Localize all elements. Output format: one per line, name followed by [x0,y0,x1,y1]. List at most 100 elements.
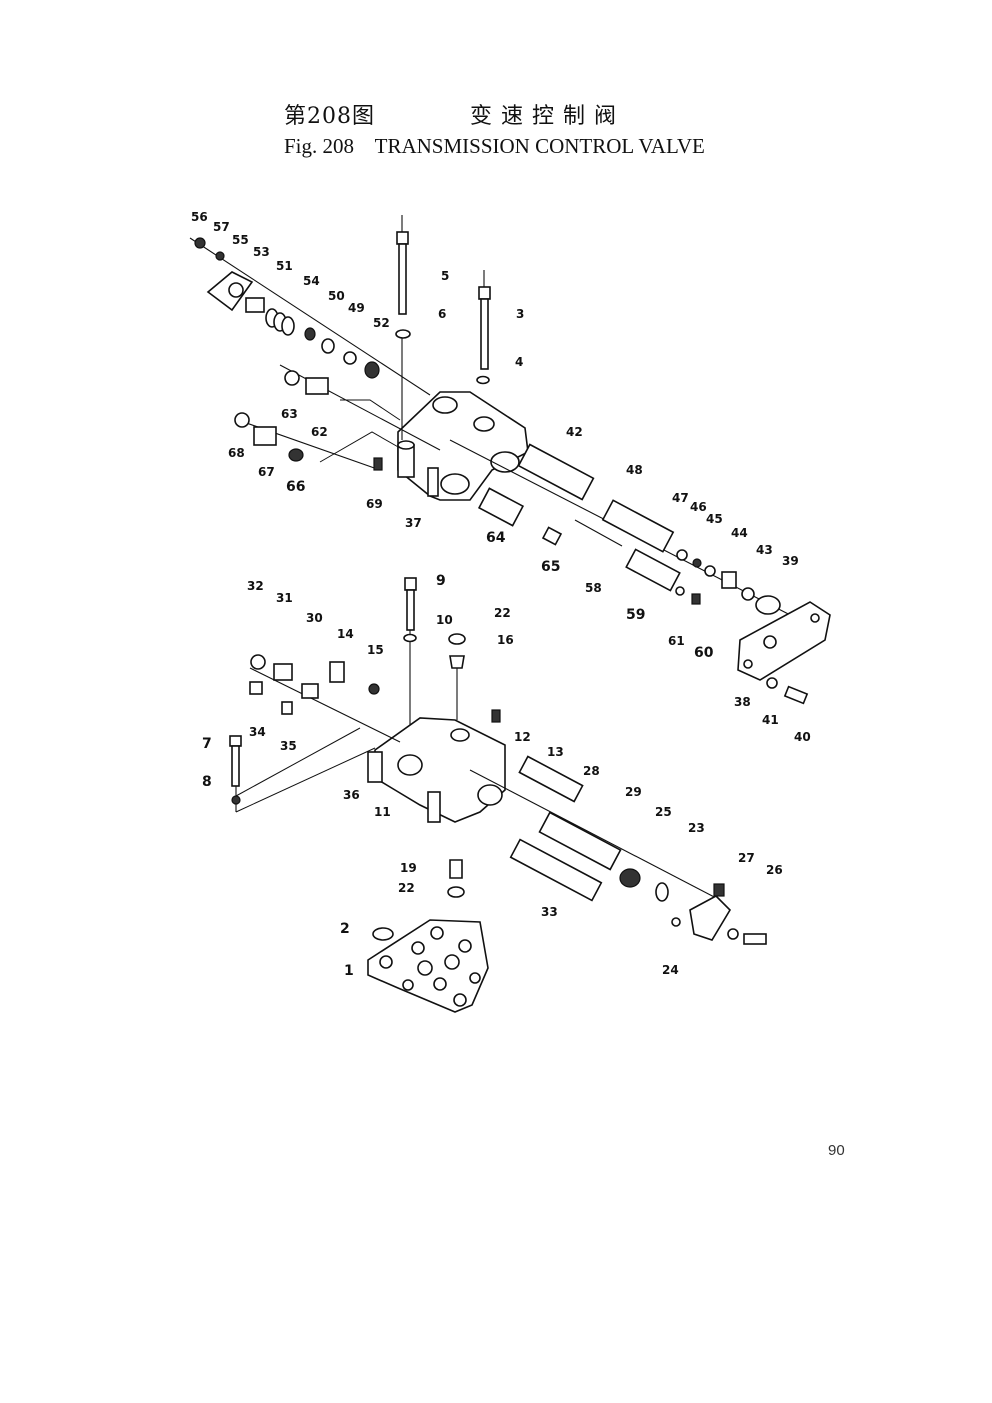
spool-44 [517,443,595,501]
callout-22: 22 [398,881,415,895]
callout-67: 67 [258,465,275,479]
spring-68 [288,448,304,462]
callout-56: 56 [191,210,208,224]
figure-name-cn: 变速控制阀 [470,104,626,129]
callout-28: 28 [583,764,600,778]
callout-1: 1 [344,963,354,979]
washer-6 [395,329,411,339]
page-number: 90 [828,1142,845,1159]
callout-22: 22 [494,606,511,620]
plug-16 [449,655,465,669]
callout-43: 43 [756,543,773,557]
callout-44: 44 [731,526,748,540]
callout-54: 54 [303,274,320,288]
callout-3: 3 [516,307,524,321]
plunger-55 [245,297,265,313]
callout-50: 50 [328,289,345,303]
lever-14 [329,661,345,683]
snap-ring-65 [284,370,300,386]
callout-25: 25 [655,805,672,819]
callout-51: 51 [276,259,293,273]
spool-34 [509,838,603,902]
washer-43 [766,677,778,689]
callout-59: 59 [626,607,645,623]
callout-66: 66 [286,479,305,495]
callout-5: 5 [441,269,449,283]
spool-31 [301,683,319,699]
callout-23: 23 [688,821,705,835]
bolt-62 [691,593,701,605]
o-ring-26 [655,882,669,902]
callout-33: 33 [541,905,558,919]
piston-47 [704,565,716,577]
callout-64: 64 [486,530,506,546]
callout-9: 9 [436,573,446,589]
callout-35: 35 [280,739,297,753]
callout-58: 58 [585,581,602,595]
callout-15: 15 [367,643,384,657]
plug-19 [449,859,463,879]
callout-14: 14 [337,627,354,641]
bolt-7 [229,735,242,787]
callout-37: 37 [405,516,422,530]
washer-4 [476,375,490,385]
callout-26: 26 [766,863,783,877]
ring-45 [741,587,755,601]
callout-52: 52 [373,316,390,330]
callout-29: 29 [625,785,642,799]
o-ring-22-lower [447,886,465,898]
callout-8: 8 [202,774,212,790]
cover-57 [206,271,254,312]
callout-49: 49 [348,301,365,315]
fitting-24 [713,883,725,897]
callout-68: 68 [228,446,245,460]
callout-13: 13 [547,745,564,759]
cap-46 [721,571,737,589]
spool-51 [343,351,357,365]
callout-34: 34 [249,725,266,739]
spring-56 [304,327,316,341]
spool-29 [538,811,622,871]
figure-title-english: Fig. 208 TRANSMISSION CONTROL VALVE [284,134,705,158]
callout-47: 47 [672,491,689,505]
callout-11: 11 [374,805,391,819]
end-cap-23 [689,895,732,941]
callout-46: 46 [690,500,707,514]
snap-ring-70 [234,412,250,428]
bolt-27 [743,933,767,945]
cover-40 [737,601,831,681]
callout-61: 61 [668,634,685,648]
spring-54 [364,361,380,379]
callout-63: 63 [281,407,298,421]
ring-48 [692,558,702,568]
bolt-42 [783,685,809,705]
washer-63 [675,586,685,596]
callout-31: 31 [276,591,293,605]
callout-38: 38 [734,695,751,709]
callout-7: 7 [202,736,212,752]
washer-10 [403,633,417,643]
ring-49 [676,549,688,561]
fitting-12 [491,709,501,723]
upper-valve-body [397,391,529,501]
callout-45: 45 [706,512,723,526]
spring-53 [265,308,295,336]
callout-41: 41 [762,713,779,727]
o-ring-22 [448,633,466,645]
bolt-3 [478,270,491,370]
ring-52 [321,338,335,354]
callout-42: 42 [566,425,583,439]
callout-4: 4 [515,355,523,369]
bolt-58 [194,237,206,249]
callout-65: 65 [541,559,560,575]
bracket-35 [249,681,263,695]
callout-40: 40 [794,730,811,744]
washer-59 [215,251,225,261]
washer-28 [727,928,739,940]
pin-60 [574,519,623,547]
cap-69 [253,426,277,446]
callout-16: 16 [497,633,514,647]
callout-55: 55 [232,233,249,247]
callout-24: 24 [662,963,679,977]
